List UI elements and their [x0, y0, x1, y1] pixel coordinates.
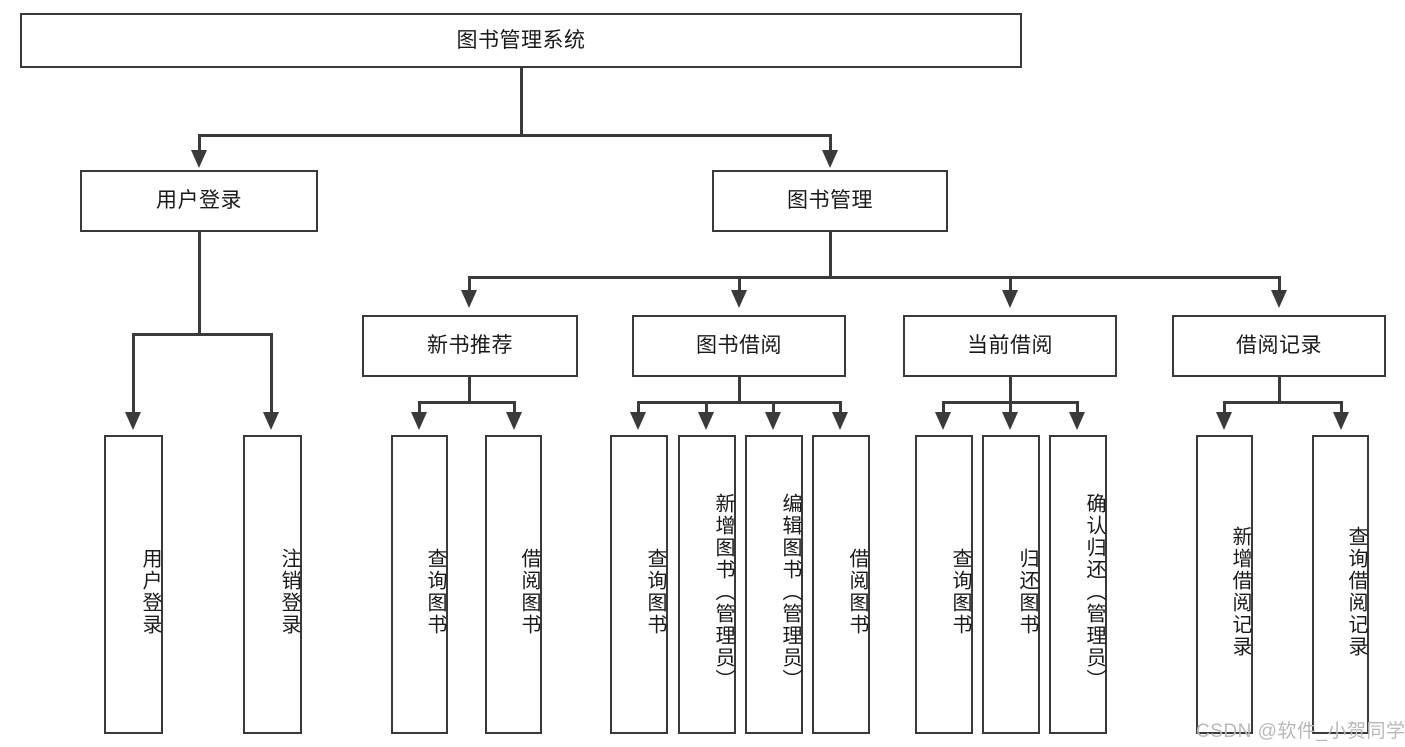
- connector-borrow-bus: [637, 401, 842, 404]
- arrow-borrow-query-book: [630, 412, 646, 430]
- node-root-system[interactable]: 图书管理系统: [20, 13, 1022, 68]
- connector-borrow-stem: [738, 377, 741, 403]
- arrow-newbook-borrow-book: [506, 412, 522, 430]
- leaf-current-confirm-return-admin[interactable]: 确认归还（管理员）: [1049, 435, 1107, 734]
- connector-root-drop-right: [829, 134, 832, 152]
- arrow-record-add: [1216, 412, 1232, 430]
- arrow-current-confirm: [1069, 412, 1085, 430]
- connector-root-stem: [520, 68, 523, 136]
- connector-newbook-stem: [468, 377, 471, 403]
- arrow-borrow-add-book: [698, 412, 714, 430]
- leaf-current-query-book[interactable]: 查询图书: [915, 435, 973, 734]
- connector-bookmgmt-bus: [468, 276, 1280, 279]
- arrow-to-leaf-user-login: [125, 412, 141, 430]
- arrow-to-new-book-rec: [461, 290, 477, 308]
- connector-newbook-bus: [418, 401, 516, 404]
- connector-newbook-drop-2: [513, 401, 516, 413]
- connector-bookmgmt-drop-4: [1278, 276, 1281, 292]
- leaf-borrow-query-book[interactable]: 查询图书: [610, 435, 668, 734]
- csdn-watermark: CSDN @软件_小贺同学: [1196, 721, 1405, 742]
- connector-current-stem: [1009, 377, 1012, 403]
- leaf-record-query-record[interactable]: 查询借阅记录: [1312, 435, 1369, 734]
- leaf-borrow-borrow-book[interactable]: 借阅图书: [812, 435, 870, 734]
- node-user-login[interactable]: 用户登录: [80, 170, 318, 232]
- arrow-current-return-book: [1002, 412, 1018, 430]
- arrow-to-user-login: [191, 150, 207, 168]
- connector-borrow-drop-2: [705, 401, 708, 413]
- leaf-current-return-book[interactable]: 归还图书: [982, 435, 1040, 734]
- connector-record-drop-2: [1340, 401, 1343, 413]
- connector-current-drop-1: [942, 401, 945, 413]
- connector-userlogin-stem: [198, 232, 201, 335]
- connector-userlogin-bus: [132, 333, 273, 336]
- node-current-borrow[interactable]: 当前借阅: [903, 315, 1117, 377]
- leaf-borrow-edit-book-admin[interactable]: 编辑图书（管理员）: [745, 435, 803, 734]
- arrow-borrow-edit-book: [765, 412, 781, 430]
- connector-record-bus: [1223, 401, 1343, 404]
- arrow-borrow-borrow-book: [832, 412, 848, 430]
- connector-borrow-drop-1: [637, 401, 640, 413]
- connector-root-bus: [198, 134, 832, 137]
- connector-borrow-drop-4: [839, 401, 842, 413]
- connector-current-drop-3: [1076, 401, 1079, 413]
- arrow-to-book-borrow: [731, 290, 747, 308]
- arrow-to-leaf-logout: [263, 412, 279, 430]
- node-book-borrow[interactable]: 图书借阅: [632, 315, 846, 377]
- leaf-newbook-query-book[interactable]: 查询图书: [391, 435, 448, 734]
- connector-record-drop-1: [1223, 401, 1226, 413]
- connector-root-drop-left: [198, 134, 201, 152]
- leaf-user-login[interactable]: 用户登录: [104, 435, 163, 734]
- arrow-record-query: [1333, 412, 1349, 430]
- connector-newbook-drop-1: [418, 401, 421, 413]
- connector-bookmgmt-drop-1: [468, 276, 471, 292]
- connector-bookmgmt-drop-2: [738, 276, 741, 292]
- node-borrow-record[interactable]: 借阅记录: [1172, 315, 1386, 377]
- leaf-newbook-borrow-book[interactable]: 借阅图书: [485, 435, 542, 734]
- connector-bookmgmt-stem: [829, 232, 832, 278]
- leaf-logout[interactable]: 注销登录: [243, 435, 302, 734]
- connector-userlogin-drop-2: [270, 333, 273, 413]
- connector-current-drop-2: [1009, 401, 1012, 413]
- arrow-to-book-management: [822, 150, 838, 168]
- connector-userlogin-drop-1: [132, 333, 135, 413]
- arrow-current-query-book: [935, 412, 951, 430]
- leaf-record-add-record[interactable]: 新增借阅记录: [1196, 435, 1253, 734]
- node-new-book-recommend[interactable]: 新书推荐: [362, 315, 578, 377]
- arrow-to-borrow-record: [1271, 290, 1287, 308]
- leaf-borrow-add-book-admin[interactable]: 新增图书（管理员）: [678, 435, 736, 734]
- arrow-to-current-borrow: [1002, 290, 1018, 308]
- connector-record-stem: [1278, 377, 1281, 403]
- arrow-newbook-query-book: [411, 412, 427, 430]
- node-book-management[interactable]: 图书管理: [712, 170, 948, 232]
- connector-borrow-drop-3: [772, 401, 775, 413]
- connector-bookmgmt-drop-3: [1009, 276, 1012, 292]
